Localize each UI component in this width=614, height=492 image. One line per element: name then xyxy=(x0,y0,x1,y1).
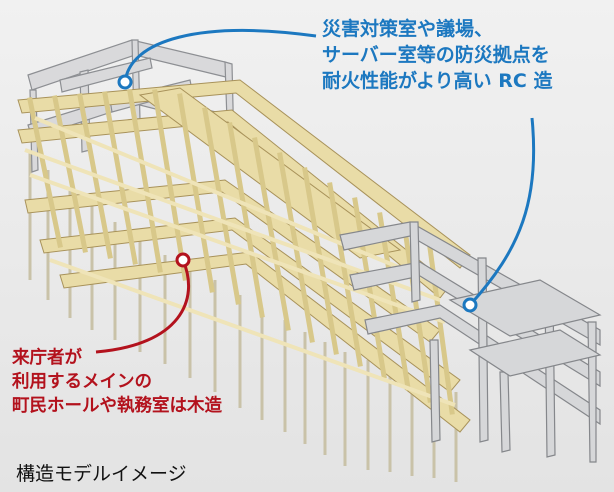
rc-frame-lower xyxy=(339,221,602,463)
rc-callout-line-3: 耐火性能がより高い RC 造 xyxy=(322,70,553,92)
wood-callout-text: 来庁者が 利用するメインの 町民ホールや執務室は木造 xyxy=(12,346,222,418)
rc-callout-line xyxy=(123,29,536,307)
wood-callout-line-1: 来庁者が xyxy=(12,348,82,368)
rc-marker-upper xyxy=(117,74,133,90)
wood-callout-line xyxy=(95,259,191,354)
wood-callout-line-2: 利用するメインの xyxy=(12,372,152,392)
wood-callout-line-3: 町民ホールや執務室は木造 xyxy=(12,396,222,416)
diagram-caption: 構造モデルイメージ xyxy=(16,463,187,485)
wood-marker xyxy=(175,252,191,268)
rc-callout-line-1: 災害対策室や議場、 xyxy=(322,18,494,40)
rc-callout-line-2: サーバー室等の防災拠点を xyxy=(322,44,550,66)
rc-callout-text: 災害対策室や議場、 サーバー室等の防災拠点を 耐火性能がより高い RC 造 xyxy=(322,16,552,94)
rc-marker-lower xyxy=(462,297,478,313)
